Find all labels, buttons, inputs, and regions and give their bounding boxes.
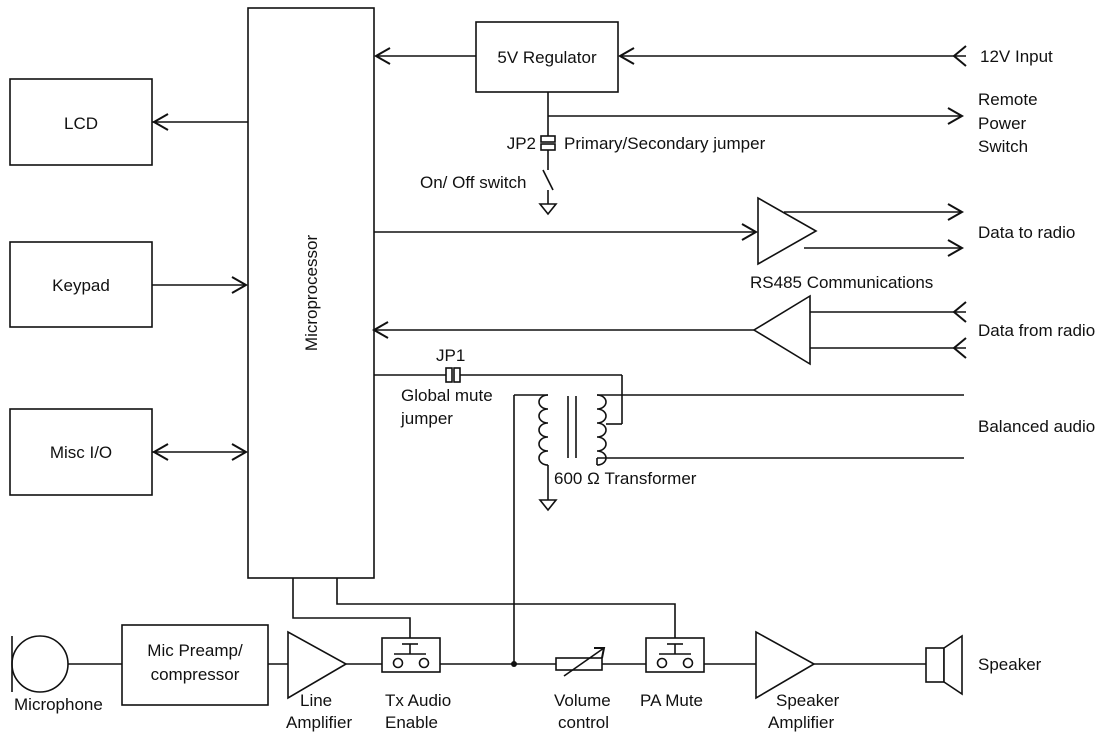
jp1-jumper-right: [453, 367, 461, 383]
transformer-ground-icon: [538, 499, 558, 512]
lcd-label: LCD: [64, 114, 98, 133]
data-from-radio-label: Data from radio: [978, 321, 1095, 340]
tx-arrow-b: [947, 239, 965, 257]
remote-label-3: Switch: [978, 137, 1028, 156]
volume-wiper: [563, 647, 605, 677]
tx-enable-control-line: [292, 578, 411, 638]
pa-mute-switch: [645, 637, 705, 673]
pa-mute-label: PA Mute: [640, 691, 703, 710]
regulator-to-micro-arrow: [373, 47, 391, 65]
global-mute-label-2: jumper: [400, 409, 453, 428]
misc-io-arrow-left: [151, 443, 169, 461]
speaker-icon: [943, 634, 963, 696]
tx-audio-label-2: Enable: [385, 713, 438, 732]
balanced-audio-label: Balanced audio: [978, 417, 1095, 436]
speaker-amp-label-1: Speaker: [776, 691, 840, 710]
remote-label-1: Remote: [978, 90, 1038, 109]
jp1-label: JP1: [436, 346, 465, 365]
pa-switch-node-left: [656, 657, 668, 669]
tx-switch-node-right: [418, 657, 430, 669]
global-mute-label-1: Global mute: [401, 386, 493, 405]
remote-power-arrow: [947, 107, 965, 125]
on-off-switch-label: On/ Off switch: [420, 173, 526, 192]
data-to-radio-label: Data to radio: [978, 223, 1075, 242]
line-amp-label-1: Line: [300, 691, 332, 710]
mic-preamp-block: [121, 624, 269, 706]
tx-audio-label-1: Tx Audio: [385, 691, 451, 710]
data-to-radio-arrow: [741, 223, 759, 241]
pa-mute-control-line: [336, 578, 676, 638]
microprocessor-label: Microprocessor: [302, 235, 321, 352]
tx-switch-node-left: [392, 657, 404, 669]
lcd-block: [9, 78, 153, 166]
on-off-switch: [542, 169, 554, 191]
jp2-jumper-top: [540, 135, 556, 143]
misc-io-block: [9, 408, 153, 496]
input-12v-label: 12V Input: [980, 47, 1053, 66]
speaker-magnet: [925, 647, 945, 683]
jp2-desc: Primary/Secondary jumper: [564, 134, 766, 153]
remote-label-2: Power: [978, 114, 1027, 133]
misc-io-arrow-right: [231, 443, 249, 461]
regulator-label: 5V Regulator: [497, 48, 597, 67]
transformer-label: 600 Ω Transformer: [554, 469, 697, 488]
speaker-label: Speaker: [978, 655, 1042, 674]
misc-io-label: Misc I/O: [50, 443, 112, 462]
volume-label-2: control: [558, 713, 609, 732]
mic-preamp-label-1: Mic Preamp/: [147, 641, 243, 660]
microphone-label: Microphone: [14, 695, 103, 714]
pa-switch-node-right: [682, 657, 694, 669]
input-12v-terminal: [952, 45, 967, 67]
volume-wiper-arrow: [594, 647, 606, 659]
jp2-jumper-bottom: [540, 143, 556, 151]
microprocessor-block: [247, 7, 375, 579]
keypad-arrow: [231, 276, 249, 294]
data-from-radio-arrow: [371, 321, 389, 339]
line-amp-label-2: Amplifier: [286, 713, 352, 732]
regulator-block: [475, 21, 619, 93]
keypad-label: Keypad: [52, 276, 110, 295]
transformer-secondary-coil: [596, 394, 607, 466]
ground-icon: [538, 203, 558, 216]
rs485-rx-receiver: [752, 294, 811, 366]
input-12v-arrow: [617, 47, 635, 65]
transformer-primary-coil: [538, 394, 549, 466]
junction-dot: [511, 661, 517, 667]
speaker-amplifier: [755, 630, 816, 700]
volume-label-1: Volume: [554, 691, 611, 710]
volume-control: [555, 657, 603, 671]
lcd-arrow: [151, 113, 169, 131]
line-amplifier: [287, 630, 348, 700]
jp1-jumper-left: [445, 367, 453, 383]
tx-arrow-a: [947, 203, 965, 221]
rx-terminal-a: [952, 301, 967, 323]
speaker-amp-label-2: Amplifier: [768, 713, 834, 732]
microphone-icon: [11, 635, 69, 693]
tx-audio-enable-switch: [381, 637, 441, 673]
jp2-label: JP2: [507, 134, 536, 153]
rx-terminal-b: [952, 337, 967, 359]
keypad-block: [9, 241, 153, 328]
rs485-label: RS485 Communications: [750, 273, 933, 292]
rs485-tx-driver: [757, 196, 818, 266]
mic-preamp-label-2: compressor: [151, 665, 240, 684]
